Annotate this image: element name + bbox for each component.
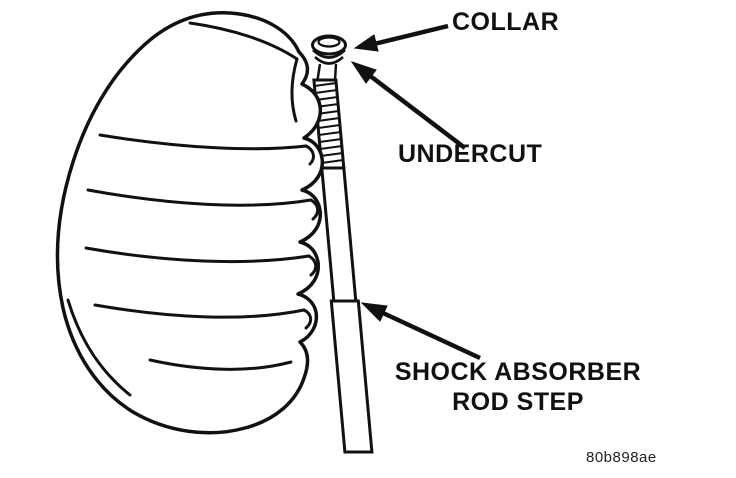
undercut-label: UNDERCUT [398,140,543,168]
rod-step-label-line1: SHOCK ABSORBER [394,358,642,386]
rod-upper-section [320,166,358,303]
hand-creases [66,21,320,397]
rod-step-label-line2: ROD STEP [452,387,584,416]
rod-step-arrow [360,302,481,361]
rod-step-label: SHOCK ABSORBER ROD STEP [372,358,664,417]
figure-code: 80b898ae [586,449,657,466]
undercut-arrow [350,61,467,150]
undercut-groove [316,63,338,81]
hand-outline [55,11,325,435]
callout-arrows [350,23,481,361]
collar-label: COLLAR [452,8,560,36]
rod-lower-section [329,299,374,454]
thread-lines [314,82,344,164]
collar-part [311,34,347,65]
collar-arrow [353,23,449,52]
